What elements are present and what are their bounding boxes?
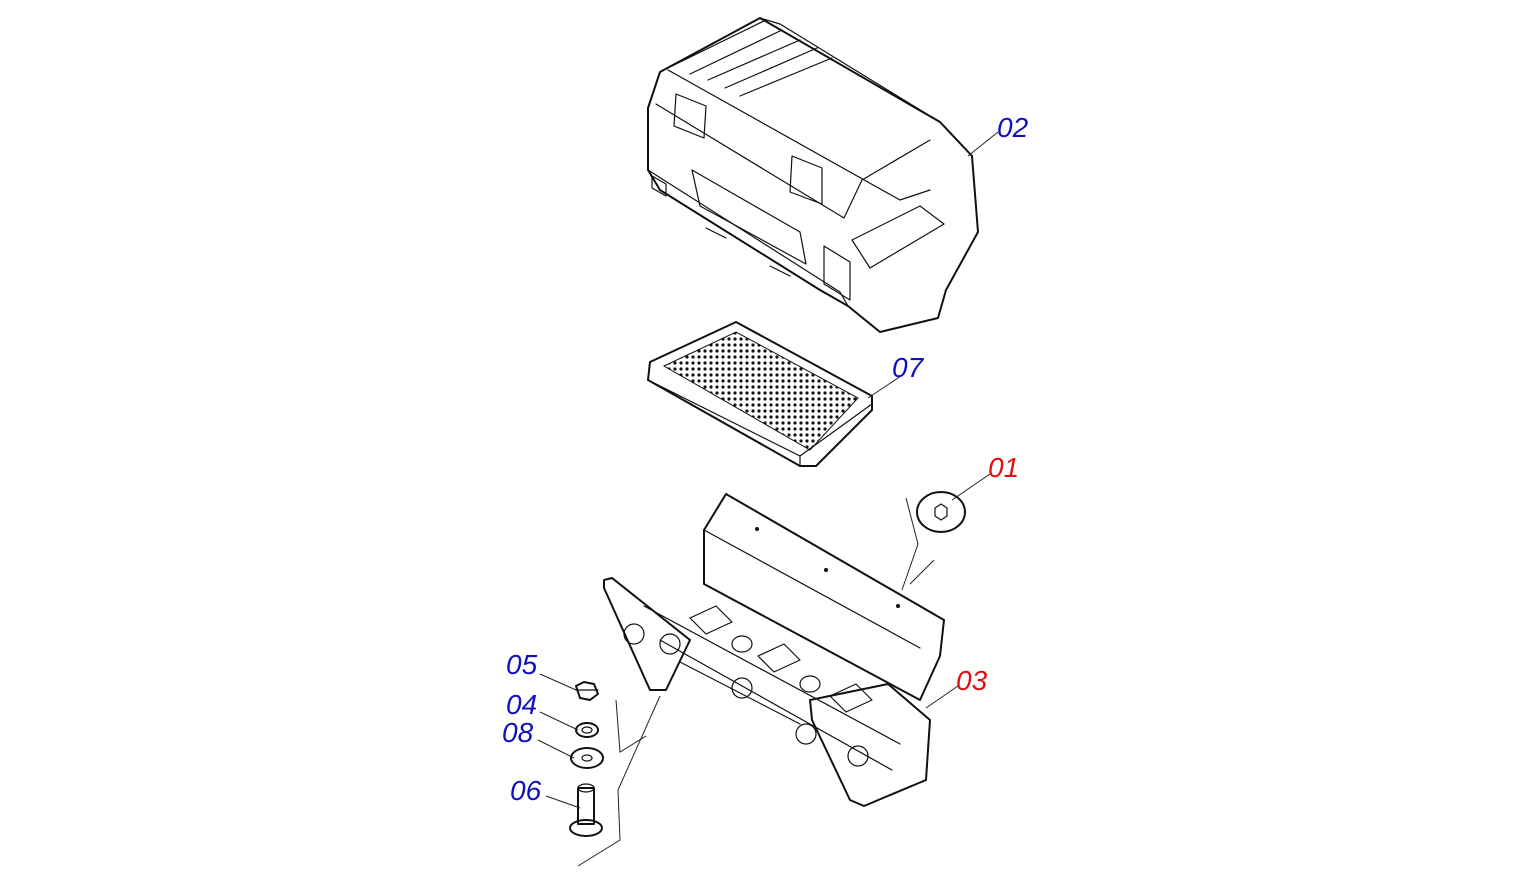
label-02: 02 [997, 112, 1029, 143]
burner-housing-part [577, 493, 945, 867]
flat-washer-part [570, 747, 604, 769]
spring-washer-part [575, 722, 599, 738]
label-01: 01 [988, 452, 1019, 483]
washer-disc-part [916, 491, 966, 533]
label-06: 06 [510, 775, 542, 806]
leg-bolt-part [569, 783, 603, 837]
callout-labels: 02 07 01 03 05 04 08 06 [502, 112, 1029, 806]
grease-tray-part [647, 321, 873, 467]
leader-lines [537, 131, 999, 809]
label-04: 04 [506, 689, 537, 720]
label-08: 08 [502, 717, 534, 748]
label-07: 07 [892, 352, 925, 383]
label-03: 03 [956, 665, 988, 696]
label-05: 05 [506, 649, 538, 680]
lid-cover-part [647, 17, 979, 333]
hex-nut-part [575, 681, 599, 701]
